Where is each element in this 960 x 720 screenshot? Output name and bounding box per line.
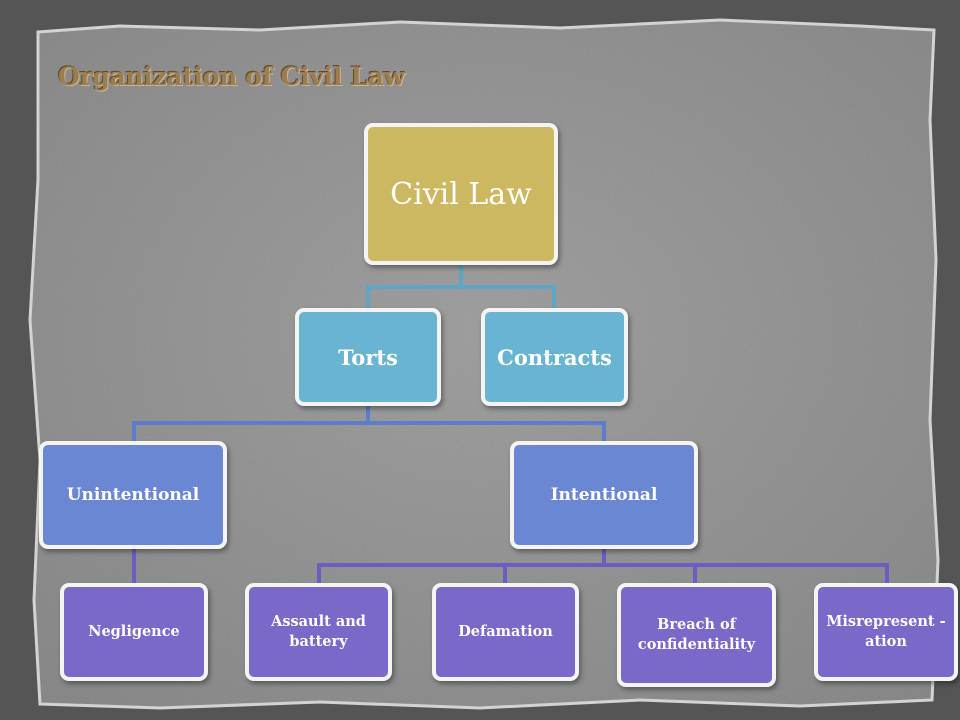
connector-intentional-items bbox=[317, 546, 606, 585]
slide-title: Organization of Civil Law bbox=[58, 62, 405, 91]
node-civil-law[interactable]: Civil Law bbox=[364, 123, 558, 265]
node-defamation[interactable]: Defamation bbox=[432, 583, 579, 681]
node-assault-and-battery[interactable]: Assault and battery bbox=[245, 583, 392, 681]
node-negligence[interactable]: Negligence bbox=[60, 583, 208, 681]
connector-root-branches bbox=[366, 262, 463, 310]
connector-lines bbox=[132, 262, 889, 585]
connector-root-contracts bbox=[461, 285, 556, 310]
node-breach-of-confidentiality[interactable]: Breach of confidentiality bbox=[617, 583, 776, 687]
node-misrepresentation[interactable]: Misrepresent -ation bbox=[814, 583, 958, 681]
node-unintentional[interactable]: Unintentional bbox=[39, 441, 227, 549]
connector-torts-intentional bbox=[368, 421, 606, 443]
node-contracts[interactable]: Contracts bbox=[481, 308, 628, 406]
node-torts[interactable]: Torts bbox=[295, 308, 441, 406]
node-intentional[interactable]: Intentional bbox=[510, 441, 698, 549]
connector-torts-types bbox=[132, 403, 370, 443]
